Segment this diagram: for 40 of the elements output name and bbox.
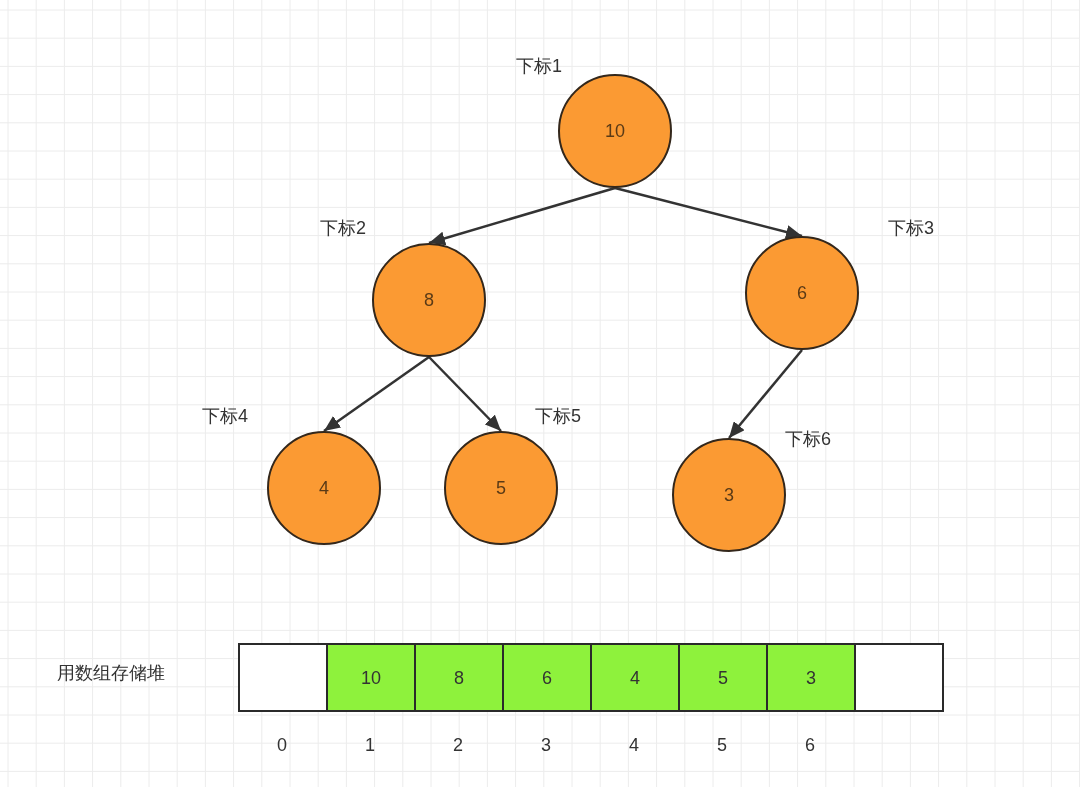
array-cell	[414, 643, 504, 712]
cell-value: 10	[361, 666, 381, 689]
index-caption: 下标4	[202, 405, 248, 427]
index-label: 3	[541, 734, 551, 756]
index-label: 6	[805, 734, 815, 756]
index-label: 1	[365, 734, 375, 756]
index-caption: 下标5	[535, 405, 581, 427]
array-cell	[238, 643, 328, 712]
index-caption: 下标6	[785, 428, 831, 450]
node-value: 6	[797, 282, 807, 304]
array-cell	[590, 643, 680, 712]
node-value: 8	[424, 289, 434, 311]
index-label: 4	[629, 734, 639, 756]
array-cell	[766, 643, 856, 712]
index-label: 5	[717, 734, 727, 756]
arrow	[428, 356, 502, 432]
index-caption: 下标2	[320, 217, 366, 239]
cell-value: 8	[454, 666, 464, 689]
arrow	[728, 349, 803, 439]
array-cell	[854, 643, 944, 712]
index-caption: 下标3	[888, 217, 934, 239]
array-cell	[326, 643, 416, 712]
arrow	[428, 186, 616, 246]
array-cell	[502, 643, 592, 712]
index-label: 2	[453, 734, 463, 756]
array-caption: 用数组存储堆	[57, 662, 165, 684]
tree-node-circle	[745, 236, 859, 350]
cell-value: 6	[542, 666, 552, 689]
node-value: 5	[496, 477, 506, 499]
arrow	[614, 186, 803, 239]
arrow	[323, 355, 430, 433]
cell-value: 4	[630, 666, 640, 689]
node-value: 10	[605, 120, 625, 142]
index-label: 0	[277, 734, 287, 756]
array-cell	[678, 643, 768, 712]
index-caption: 下标1	[516, 55, 562, 77]
cell-value: 3	[806, 666, 816, 689]
node-value: 4	[319, 477, 329, 499]
cell-value: 5	[718, 666, 728, 689]
node-value: 3	[724, 484, 734, 506]
